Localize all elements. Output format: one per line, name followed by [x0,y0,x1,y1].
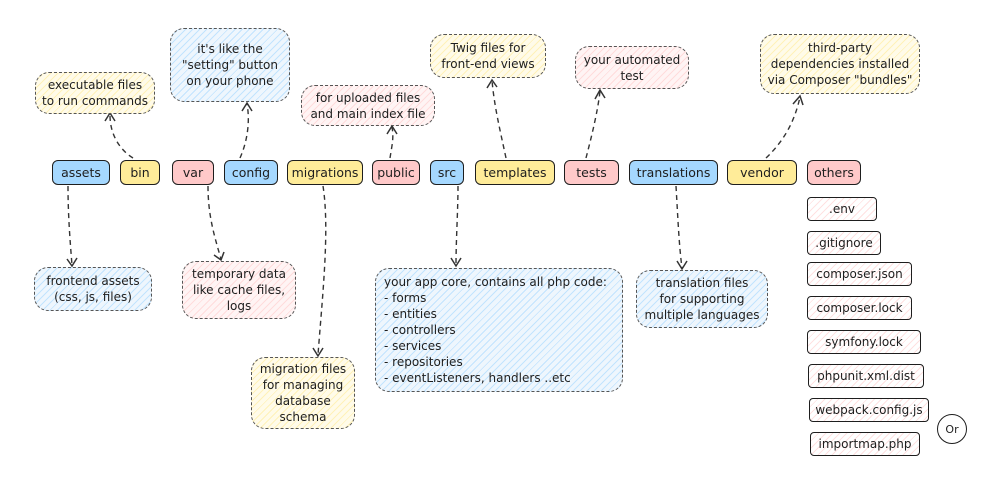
connector-vendor [765,96,801,159]
arrowhead-translations [676,260,688,271]
connector-translations [675,185,683,269]
note-public: for uploaded files and main index file [301,85,435,126]
note-assets: frontend assets (css, js, files) [34,267,152,311]
arrowhead-migrations [312,347,324,358]
folder-assets[interactable]: assets [52,160,110,185]
folder-tests[interactable]: tests [564,160,619,185]
note-src: your app core, contains all php code: - … [375,268,623,392]
connector-assets [67,185,73,266]
arrowhead-assets [66,257,78,268]
note-translations: translation files for supporting multipl… [636,270,768,328]
note-bin: executable files to run commands [35,72,155,114]
arrowhead-src [450,257,462,268]
file-env[interactable]: .env [807,197,877,221]
arrowhead-public [386,124,398,135]
note-var: temporary data like cache files, logs [182,261,296,319]
arrowhead-vendor [792,94,804,106]
arrowhead-config [241,101,253,112]
file-gitignore[interactable]: .gitignore [807,231,881,255]
file-composer-lock[interactable]: composer.lock [807,296,912,320]
folder-others[interactable]: others [807,160,861,185]
or-badge: Or [937,414,967,444]
note-vendor: third-party dependencies installed via C… [760,34,920,94]
arrowhead-var [213,251,225,262]
arrowhead-templates [486,78,498,89]
folder-translations[interactable]: translations [629,160,718,185]
folder-var[interactable]: var [172,160,214,185]
connector-src [455,185,459,266]
connector-tests [585,90,601,159]
note-config: it's like the "setting" button on your p… [170,28,290,102]
connector-var [207,185,222,260]
connector-templates [491,79,507,159]
file-importmap-php[interactable]: importmap.php [810,432,920,456]
note-migrations: migration files for managing database sc… [251,357,355,429]
file-composer-json[interactable]: composer.json [807,262,912,286]
folder-vendor[interactable]: vendor [727,160,797,185]
file-phpunit-xml-dist[interactable]: phpunit.xml.dist [808,364,924,388]
note-tests: your automated test [575,46,689,89]
folder-public[interactable]: public [372,160,420,185]
connector-bin [109,114,134,159]
folder-src[interactable]: src [430,160,464,185]
connector-public [389,126,394,159]
arrowhead-tests [594,88,606,100]
note-templates: Twig files for front-end views [430,34,546,78]
folder-bin[interactable]: bin [120,160,160,185]
file-symfony-lock[interactable]: symfony.lock [807,330,921,354]
connector-config [239,103,249,159]
connector-migrations [317,185,327,356]
file-webpack-config-js[interactable]: webpack.config.js [809,398,929,422]
folder-config[interactable]: config [224,160,278,185]
folder-migrations[interactable]: migrations [287,160,363,185]
folder-templates[interactable]: templates [475,160,555,185]
